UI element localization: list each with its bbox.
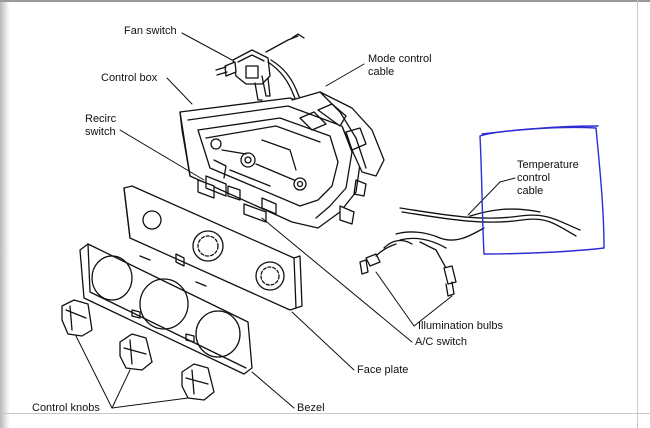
- bezel-part: [79, 243, 253, 375]
- mode-control-cable-label-line2: cable: [368, 66, 395, 78]
- illumination-bulbs-part: [359, 227, 485, 297]
- face-plate-label: Face plate: [357, 364, 409, 376]
- illumination-bulbs-label: Illumination bulbs: [418, 320, 503, 332]
- temperature-control-cable-part: [399, 207, 581, 237]
- temperature-control-cable-label-line1: Temperature: [517, 159, 579, 171]
- face-plate-part: [123, 185, 303, 311]
- temperature-control-cable-label-line3: cable: [517, 185, 544, 197]
- control-knobs-label: Control knobs: [32, 402, 100, 414]
- control-box-part: [179, 91, 385, 229]
- recirc-switch-label-line2: switch: [85, 126, 116, 138]
- recirc-switch-label: Recirc switch: [85, 113, 116, 139]
- ac-switch-label: A/C switch: [415, 336, 467, 348]
- temperature-control-cable-label-line2: control: [517, 172, 551, 184]
- window-top-edge: [0, 0, 650, 2]
- fan-switch-part: [215, 33, 305, 101]
- bezel-label: Bezel: [297, 402, 325, 414]
- temperature-control-cable-label: Temperature control cable: [517, 159, 579, 198]
- recirc-switch-label-line1: Recirc: [85, 113, 117, 125]
- leader-lines: [75, 32, 516, 409]
- fan-switch-label: Fan switch: [124, 25, 177, 37]
- control-box-label: Control box: [101, 72, 158, 84]
- window-left-edge: [0, 0, 10, 428]
- window-bottom-edge: [0, 413, 650, 414]
- window-right-edge: [637, 0, 638, 428]
- mode-control-cable-label: Mode control cable: [368, 53, 432, 79]
- mode-control-cable-label-line1: Mode control: [368, 53, 432, 65]
- control-knobs-part: [61, 299, 215, 401]
- highlight-annotation: [479, 125, 605, 255]
